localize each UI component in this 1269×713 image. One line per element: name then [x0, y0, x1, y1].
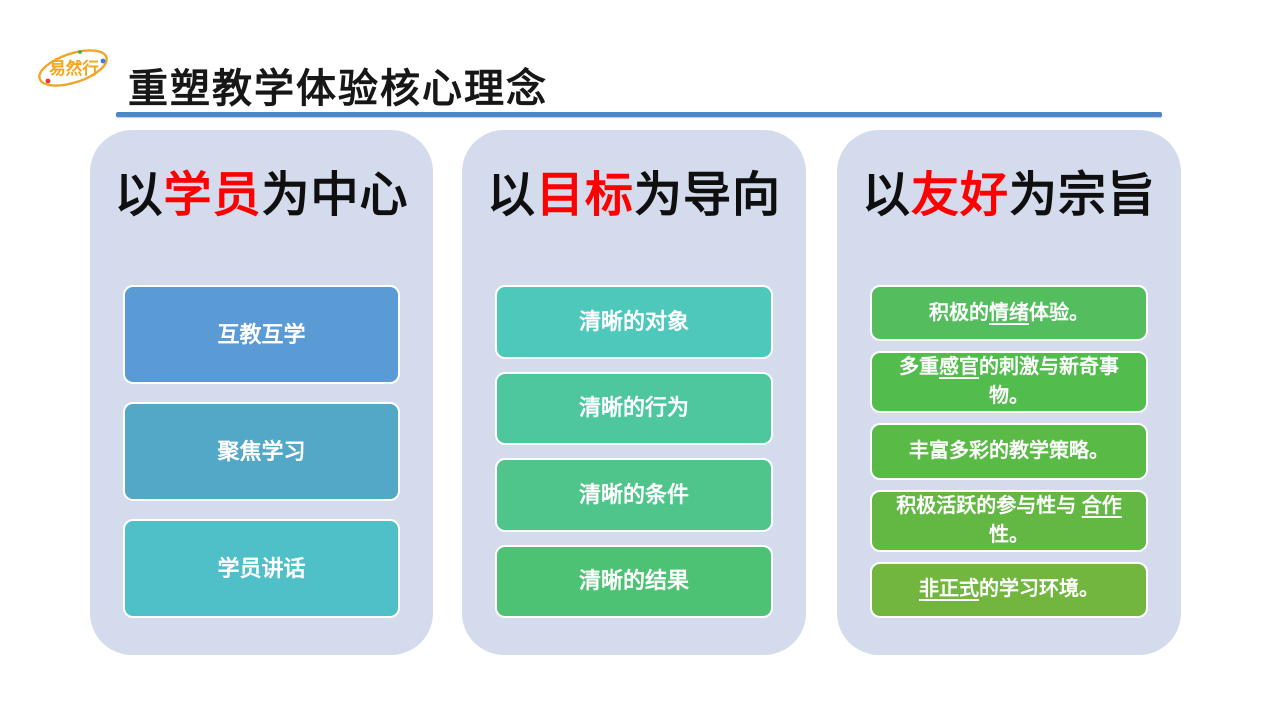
concept-box: 丰富多彩的教学策略。 — [870, 423, 1148, 480]
concept-box: 非正式的学习环境。 — [870, 561, 1148, 618]
panel-title-highlight: 目标 — [535, 169, 634, 222]
box-list: 积极的情绪体验。 多重感官的刺激与新奇事物。 丰富多彩的教学策略。 积极活跃的参… — [870, 285, 1148, 618]
concept-box-label: 积极活跃的参与性与 合作性。 — [886, 492, 1132, 550]
concept-box-label: 丰富多彩的教学策略。 — [909, 437, 1109, 466]
concept-box-label: 清晰的条件 — [579, 479, 689, 511]
concept-box: 学员讲话 — [123, 519, 400, 618]
label-run-underlined: 合作 — [1081, 494, 1122, 517]
label-run: 的学习环境。 — [979, 578, 1099, 601]
brand-logo: 易然行 — [38, 49, 108, 87]
logo-dot-red-icon — [45, 78, 51, 84]
logo-dot-blue-icon — [100, 58, 106, 64]
box-list: 清晰的对象 清晰的行为 清晰的条件 清晰的结果 — [495, 285, 773, 618]
label-run: 性。 — [989, 523, 1029, 546]
label-run-underlined: 感官 — [939, 356, 979, 379]
label-run: 清晰的结果 — [578, 568, 689, 594]
concept-box-label: 清晰的结果 — [579, 565, 689, 597]
label-run: 聚焦学习 — [217, 438, 306, 464]
concept-box-label: 清晰的对象 — [579, 306, 689, 338]
concept-box: 积极的情绪体验。 — [870, 285, 1148, 342]
panel-title-run: 为导向 — [634, 169, 782, 222]
concept-box-label: 积极的情绪体验。 — [929, 299, 1089, 328]
panel-title: 以目标为导向 — [462, 168, 806, 223]
box-list: 互教互学 聚焦学习 学员讲话 — [123, 285, 400, 618]
concept-box: 聚焦学习 — [123, 402, 400, 501]
label-run: 积极活跃的参与性与 — [896, 494, 1082, 517]
label-run: 积极的 — [929, 301, 989, 324]
concept-box: 多重感官的刺激与新奇事物。 — [870, 351, 1148, 414]
concept-box-label: 互教互学 — [217, 319, 305, 351]
title-divider — [116, 112, 1162, 117]
label-run: 体验。 — [1029, 301, 1089, 324]
panel-friendly-purpose: 以友好为宗旨 积极的情绪体验。 多重感官的刺激与新奇事物。 丰富多彩的教学策略。… — [837, 130, 1181, 655]
concept-box: 清晰的结果 — [495, 544, 773, 618]
label-run-underlined: 情绪 — [989, 301, 1029, 324]
concept-box-label: 学员讲话 — [217, 553, 305, 585]
panel-title-run: 以 — [861, 169, 911, 222]
panel-title-run: 以 — [114, 169, 164, 222]
concept-box: 清晰的行为 — [495, 371, 773, 445]
panel-title-run: 为中心 — [261, 169, 409, 222]
label-run-underlined: 非正式 — [919, 578, 979, 601]
label-run: 清晰的行为 — [578, 395, 689, 421]
logo-dot-green-icon — [78, 50, 82, 54]
label-run: 清晰的条件 — [578, 481, 689, 507]
panel-title: 以友好为宗旨 — [837, 168, 1181, 223]
panel-title-run: 为宗旨 — [1009, 169, 1157, 222]
panel-title-run: 以 — [486, 169, 536, 222]
label-run: 学员讲话 — [217, 555, 306, 581]
concept-box: 清晰的条件 — [495, 458, 773, 532]
concept-box-label: 清晰的行为 — [579, 392, 689, 424]
logo-orbit-icon — [38, 49, 108, 87]
concept-box-label: 聚焦学习 — [217, 436, 305, 468]
panel-title-highlight: 友好 — [910, 169, 1009, 222]
concept-box-label: 多重感官的刺激与新奇事物。 — [886, 353, 1132, 411]
concept-box: 积极活跃的参与性与 合作性。 — [870, 489, 1148, 552]
concept-box: 互教互学 — [123, 285, 400, 384]
panel-goal-oriented: 以目标为导向 清晰的对象 清晰的行为 清晰的条件 清晰的结果 — [462, 130, 806, 655]
label-run: 的刺激与新奇事物。 — [979, 356, 1119, 408]
label-run: 多重 — [899, 356, 939, 379]
panel-title-highlight: 学员 — [163, 169, 262, 222]
label-run: 清晰的对象 — [578, 308, 689, 334]
logo-text: 易然行 — [49, 58, 99, 78]
concept-box-label: 非正式的学习环境。 — [919, 575, 1099, 604]
panel-learner-centered: 以学员为中心 互教互学 聚焦学习 学员讲话 — [90, 130, 433, 655]
concept-box: 清晰的对象 — [495, 285, 773, 359]
label-run: 互教互学 — [217, 321, 306, 347]
panel-title: 以学员为中心 — [90, 168, 433, 223]
page-title: 重塑教学体验核心理念 — [128, 66, 548, 111]
label-run: 丰富多彩的教学策略。 — [909, 439, 1109, 462]
